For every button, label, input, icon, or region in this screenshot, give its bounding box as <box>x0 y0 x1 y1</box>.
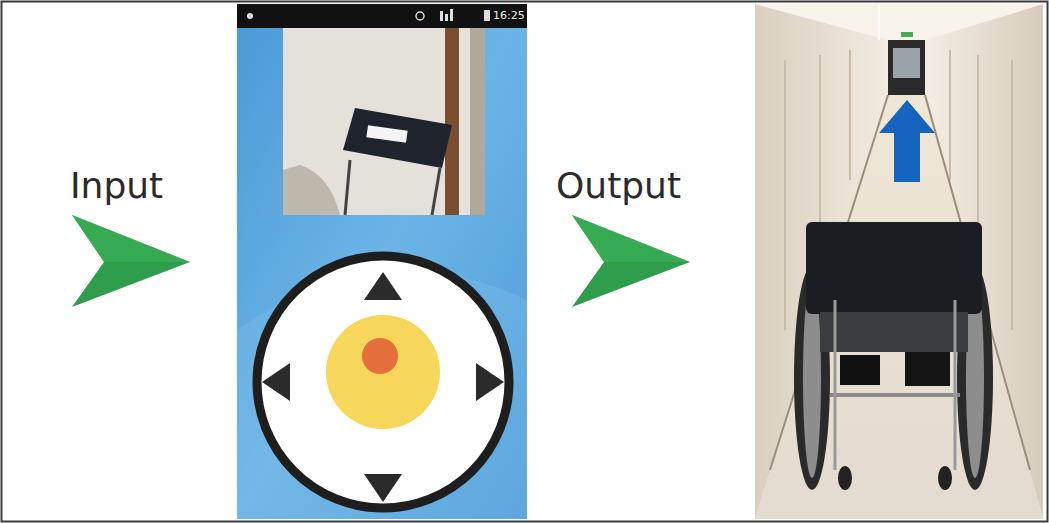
status-clock: 16:25 <box>493 10 525 21</box>
wheelchair-photo <box>755 4 1043 519</box>
output-arrow <box>572 215 690 307</box>
phone-screen <box>237 4 527 519</box>
arrow-shade <box>572 215 690 262</box>
input-arrow <box>72 215 190 307</box>
input-label: Input <box>70 168 163 204</box>
arrow-shade <box>72 215 190 262</box>
output-label: Output <box>556 168 681 204</box>
